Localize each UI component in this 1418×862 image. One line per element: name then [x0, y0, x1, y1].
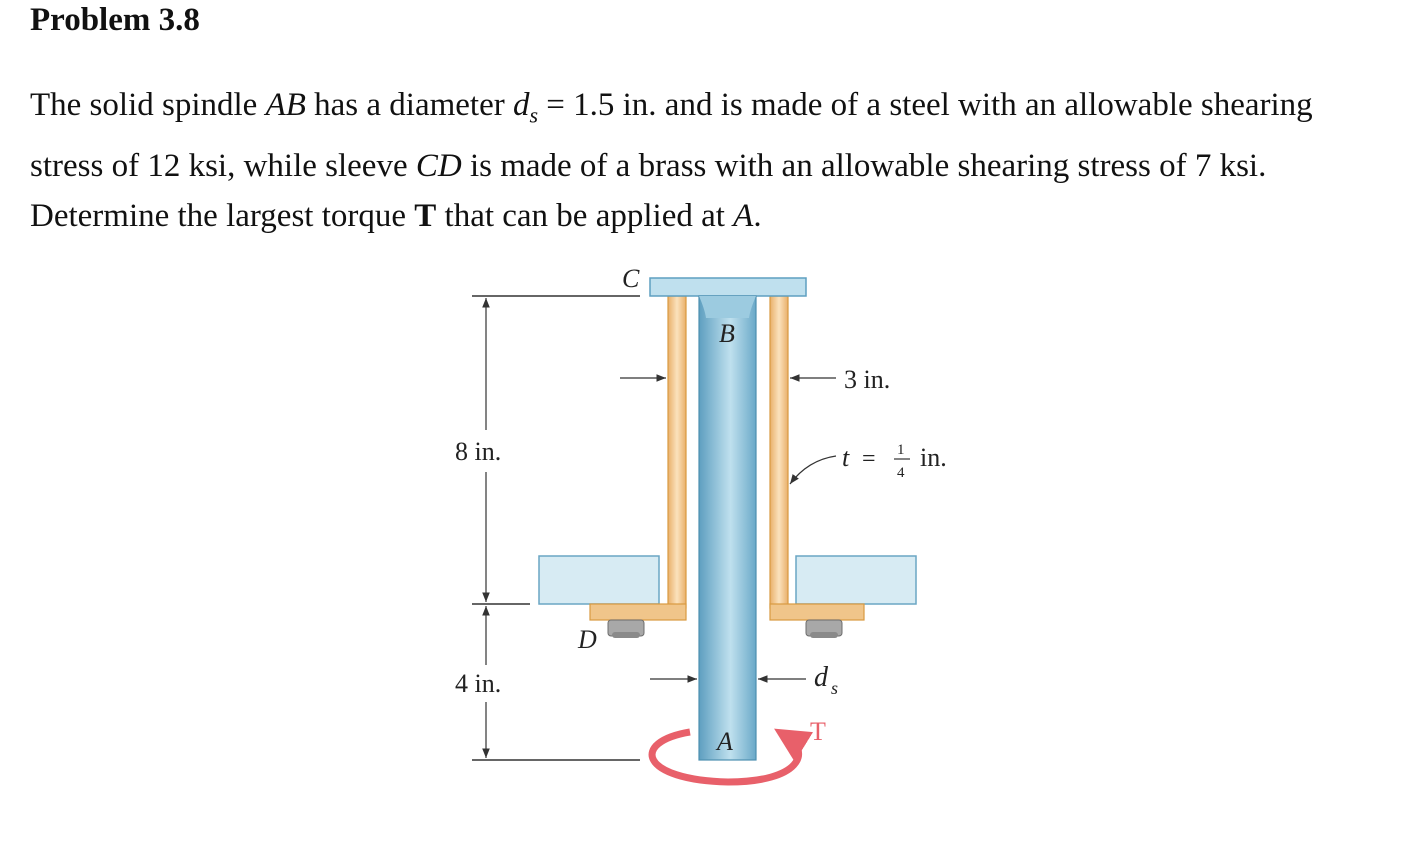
t-symbol: t [842, 443, 850, 472]
torque-arrow [648, 728, 814, 786]
ds-d: d [814, 662, 829, 693]
dim-8-in: 8 in. [455, 437, 501, 466]
bolt-left [607, 619, 645, 638]
right-base-plate [795, 555, 917, 605]
t-equals: = [862, 446, 876, 472]
statement-part: . [753, 197, 762, 234]
statement-part: AB [265, 87, 306, 123]
dim-4-in: 4 in. [455, 669, 501, 698]
statement-part: d [512, 87, 530, 123]
t-denominator: 4 [897, 465, 905, 481]
problem-title: Problem 3.8 [30, 2, 200, 38]
spindle-head-plate [649, 277, 807, 297]
ds-subscript: s [831, 678, 838, 698]
statement-part: The solid spindle [30, 87, 266, 123]
label-b: B [719, 319, 735, 348]
left-base-plate [538, 555, 660, 605]
statement-part: T [414, 197, 437, 234]
statement-part: s [529, 102, 539, 128]
dim-3-in: 3 in. [844, 365, 890, 394]
statement-part: has a diameter [305, 87, 513, 123]
problem-statement: The solid spindle AB has a diameter ds =… [30, 80, 1390, 241]
label-d: D [577, 625, 597, 654]
statement-part: CD [415, 147, 462, 184]
t-unit: in. [920, 443, 947, 472]
brass-sleeve-cd [589, 295, 865, 621]
label-a: A [715, 727, 733, 756]
label-torque: T [810, 717, 826, 746]
statement-part: A [733, 197, 754, 234]
bolt-right [805, 619, 843, 638]
steel-spindle-ab [698, 295, 757, 761]
statement-part: is made of a brass with an allowable she… [30, 147, 1267, 234]
label-c: C [622, 264, 640, 293]
statement-part: that can be applied at [436, 197, 734, 234]
statement-part: = 1.5 in. and is made of a steel with an… [30, 87, 1313, 184]
t-numerator: 1 [897, 442, 905, 458]
